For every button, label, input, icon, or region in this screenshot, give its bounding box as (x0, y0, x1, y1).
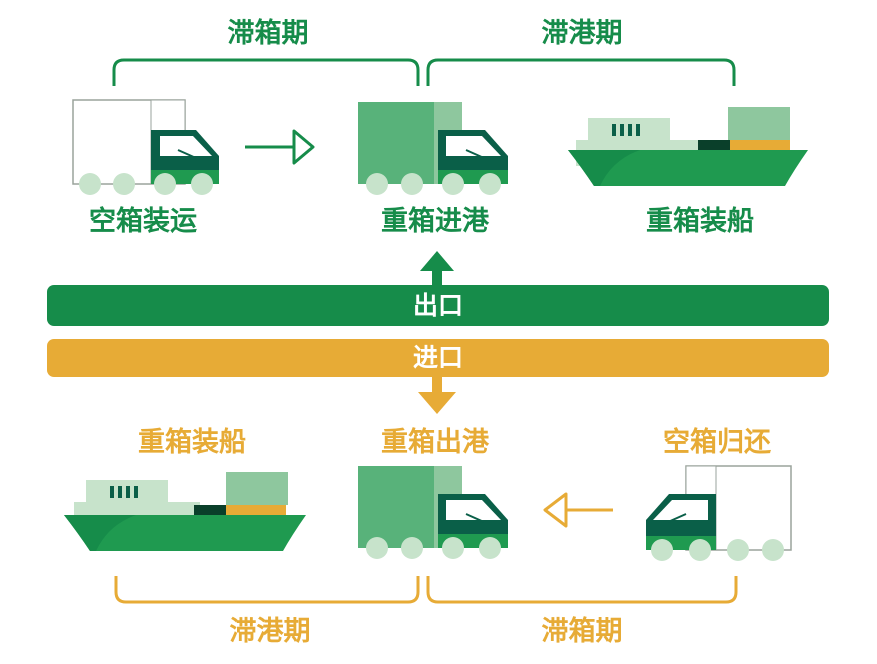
arrow-down-icon (418, 376, 456, 414)
loaded-truck-icon (358, 466, 508, 559)
import-right-bracket (426, 576, 738, 604)
import-bar: 进口 (47, 339, 829, 377)
import-stage-ship-loading: 重箱装船 (138, 427, 246, 458)
export-left-bracket (112, 58, 420, 86)
export-right-bracket (426, 58, 736, 86)
export-left-period-label: 滞箱期 (227, 18, 309, 49)
arrow-left-icon (543, 492, 613, 528)
arrow-up-icon (420, 251, 454, 288)
export-stage-loaded-entry: 重箱进港 (381, 206, 489, 237)
import-bar-label: 进口 (412, 343, 463, 372)
arrow-right-icon (245, 129, 315, 165)
import-left-bracket (114, 576, 420, 604)
import-right-period-label: 滞箱期 (541, 616, 623, 647)
empty-truck-icon (646, 465, 792, 561)
cargo-ship-icon (64, 472, 306, 551)
cargo-ship-icon (568, 107, 808, 186)
export-stage-empty-shipping: 空箱装运 (89, 206, 197, 237)
loaded-truck-icon (358, 102, 508, 195)
import-stage-empty-return: 空箱归还 (663, 427, 771, 458)
export-right-period-label: 滞港期 (541, 18, 623, 49)
export-bar: 出口 (47, 285, 829, 326)
import-left-period-label: 滞港期 (229, 616, 311, 647)
empty-truck-icon (72, 99, 219, 195)
export-bar-label: 出口 (412, 291, 463, 320)
export-stage-ship-loading: 重箱装船 (646, 206, 754, 237)
import-stage-loaded-exit: 重箱出港 (381, 427, 489, 458)
